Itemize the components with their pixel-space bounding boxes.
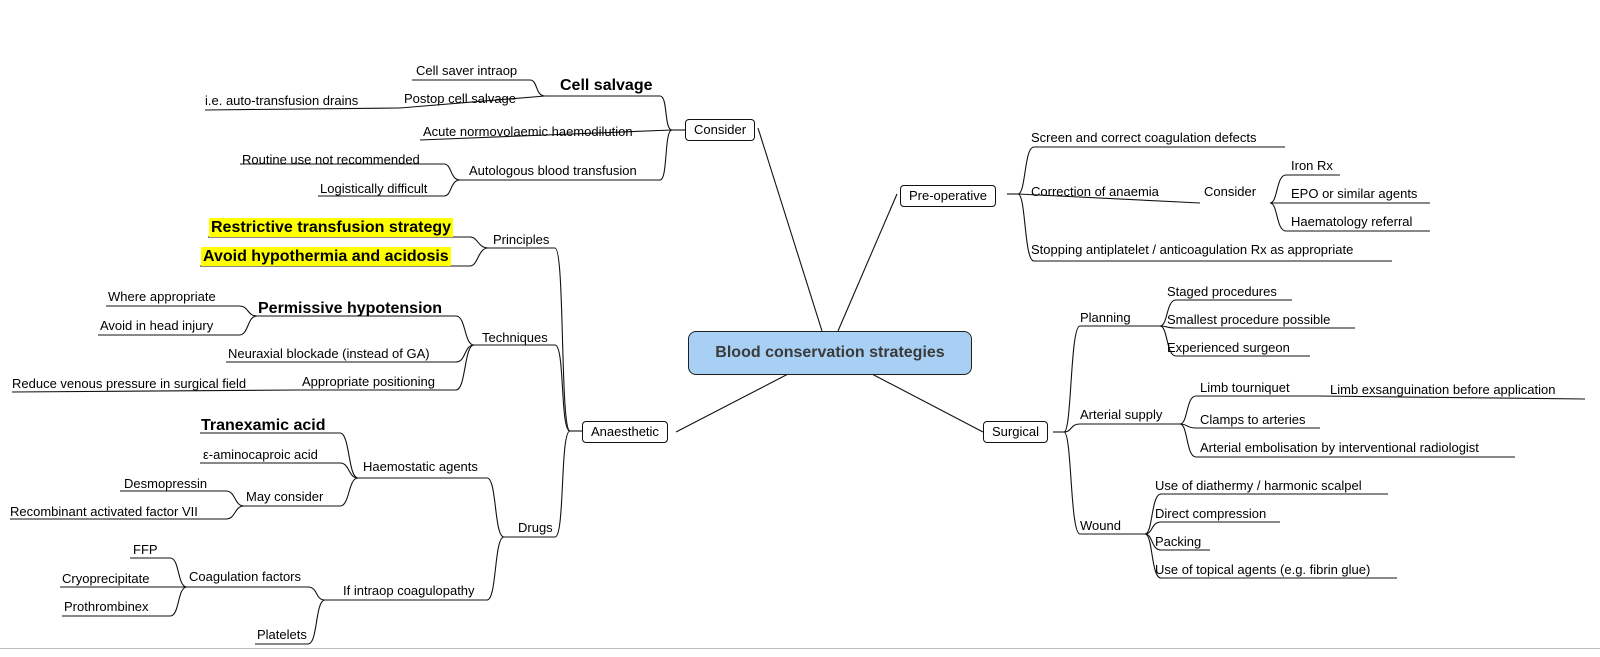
node-planning[interactable]: Planning (1080, 310, 1131, 325)
node-may-consider[interactable]: May consider (246, 489, 324, 504)
node-smallest-procedure[interactable]: Smallest procedure possible (1167, 312, 1331, 327)
node-autologous-transfusion[interactable]: Autologous blood transfusion (469, 163, 637, 178)
node-appropriate-positioning[interactable]: Appropriate positioning (302, 374, 435, 389)
node-desmopressin[interactable]: Desmopressin (124, 476, 208, 491)
central-topic[interactable]: Blood conservation strategies (688, 331, 972, 375)
node-stopping-antiplatelet[interactable]: Stopping antiplatelet / anticoagulation … (1031, 242, 1354, 257)
node-principles[interactable]: Principles (493, 232, 550, 247)
branch-anaesthetic[interactable]: Anaesthetic (582, 421, 668, 443)
node-where-appropriate[interactable]: Where appropriate (108, 289, 216, 304)
branch-surgical[interactable]: Surgical (983, 421, 1048, 443)
node-cryoprecipitate[interactable]: Cryoprecipitate (62, 571, 150, 586)
node-clamps-arteries[interactable]: Clamps to arteries (1200, 412, 1306, 427)
node-diathermy[interactable]: Use of diathermy / harmonic scalpel (1155, 478, 1362, 493)
node-preop-consider[interactable]: Consider (1204, 184, 1257, 199)
node-reduce-venous-pressure[interactable]: Reduce venous pressure in surgical field (12, 376, 247, 391)
node-cell-salvage[interactable]: Cell salvage (560, 77, 653, 94)
node-avoid-hypothermia[interactable]: Avoid hypothermia and acidosis (201, 247, 451, 266)
node-limb-exsanguination[interactable]: Limb exsanguination before application (1330, 382, 1556, 397)
node-epo[interactable]: EPO or similar agents (1291, 186, 1418, 201)
node-techniques[interactable]: Techniques (482, 330, 548, 345)
node-auto-transfusion-drains[interactable]: i.e. auto-transfusion drains (205, 93, 359, 108)
node-topical-agents[interactable]: Use of topical agents (e.g. fibrin glue) (1155, 562, 1371, 577)
node-eaca[interactable]: ε-aminocaproic acid (203, 447, 318, 462)
node-avoid-head-injury[interactable]: Avoid in head injury (100, 318, 214, 333)
bottom-divider (0, 648, 1600, 649)
node-routine-not-recommended[interactable]: Routine use not recommended (242, 152, 420, 167)
node-logistically-difficult[interactable]: Logistically difficult (320, 181, 428, 196)
node-arterial-supply[interactable]: Arterial supply (1080, 407, 1163, 422)
branch-consider[interactable]: Consider (685, 119, 756, 141)
node-haemostatic-agents[interactable]: Haemostatic agents (363, 459, 478, 474)
node-intraop-coagulopathy[interactable]: If intraop coagulopathy (343, 583, 475, 598)
node-ffp[interactable]: FFP (133, 542, 158, 557)
node-permissive-hypotension[interactable]: Permissive hypotension (258, 300, 443, 317)
node-coagulation-factors[interactable]: Coagulation factors (189, 569, 302, 584)
node-packing[interactable]: Packing (1155, 534, 1202, 549)
node-prothrombinex[interactable]: Prothrombinex (64, 599, 149, 614)
node-staged-procedures[interactable]: Staged procedures (1167, 284, 1277, 299)
node-postop-cell-salvage[interactable]: Postop cell salvage (404, 91, 517, 106)
node-screen-coagulation[interactable]: Screen and correct coagulation defects (1031, 130, 1257, 145)
node-haematology-referral[interactable]: Haematology referral (1291, 214, 1413, 229)
node-rfviia[interactable]: Recombinant activated factor VII (10, 504, 198, 519)
node-limb-tourniquet[interactable]: Limb tourniquet (1200, 380, 1290, 395)
node-experienced-surgeon[interactable]: Experienced surgeon (1167, 340, 1290, 355)
node-anh[interactable]: Acute normovolaemic haemodilution (423, 124, 633, 139)
node-direct-compression[interactable]: Direct compression (1155, 506, 1267, 521)
node-cell-saver-intraop[interactable]: Cell saver intraop (416, 63, 518, 78)
node-iron-rx[interactable]: Iron Rx (1291, 158, 1333, 173)
node-correction-anaemia[interactable]: Correction of anaemia (1031, 184, 1159, 199)
node-arterial-embolisation[interactable]: Arterial embolisation by interventional … (1200, 440, 1479, 455)
node-platelets[interactable]: Platelets (257, 627, 307, 642)
node-tranexamic-acid[interactable]: Tranexamic acid (201, 417, 326, 434)
node-neuraxial-blockade[interactable]: Neuraxial blockade (instead of GA) (228, 346, 430, 361)
node-drugs[interactable]: Drugs (518, 520, 553, 535)
node-restrictive-transfusion[interactable]: Restrictive transfusion strategy (209, 218, 454, 237)
branch-pre-operative[interactable]: Pre-operative (900, 185, 997, 207)
node-wound[interactable]: Wound (1080, 518, 1121, 533)
